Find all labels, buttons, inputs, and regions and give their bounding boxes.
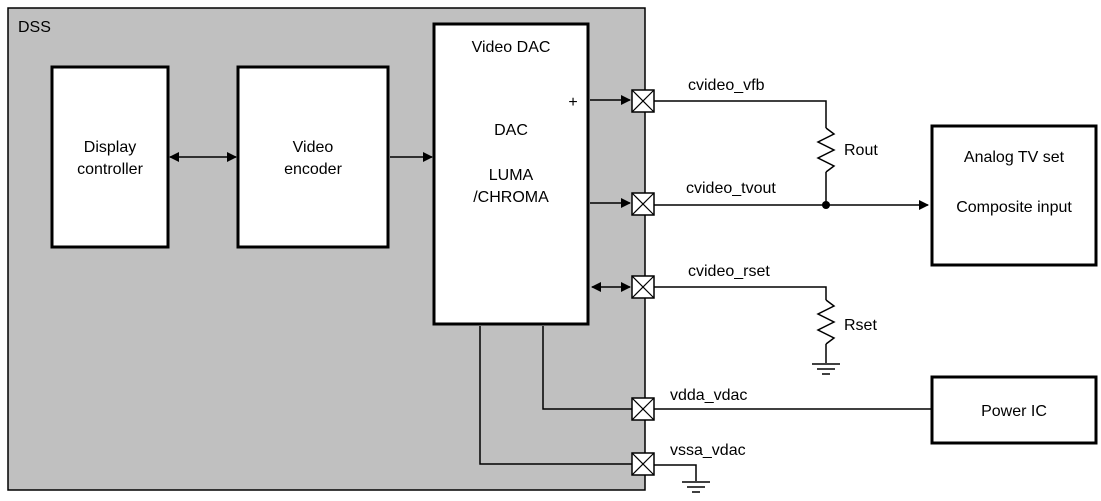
vssa-internal-wire: [479, 326, 632, 465]
video-dac-luma-label: LUMA: [489, 167, 534, 184]
video-dac-plus-sign: +: [568, 94, 577, 111]
pin-label-vdda-vdac: vdda_vdac: [670, 387, 747, 404]
video-encoder-block: [236, 65, 390, 249]
rset-resistor: [816, 299, 836, 345]
pin-vssa-vdac: [631, 452, 655, 476]
dss-label: DSS: [18, 19, 51, 36]
pin-cvideo-tvout: [631, 192, 655, 216]
tvout-junction-dot: [822, 201, 830, 209]
pin-cvideo-rset: [631, 275, 655, 299]
power-ic-block: [930, 375, 1098, 445]
video-dac-dac-label: DAC: [494, 122, 528, 139]
analog-tv-subtitle: Composite input: [956, 199, 1072, 216]
pin-cvideo-vfb: [631, 89, 655, 113]
analog-tv-title: Analog TV set: [964, 149, 1065, 166]
video-dac-title: Video DAC: [472, 39, 551, 56]
pin-label-cvideo-vfb: cvideo_vfb: [688, 77, 765, 94]
rset-external-wire: [654, 286, 827, 300]
video-encoder-label-line2: encoder: [284, 161, 342, 178]
video-dac-block: [432, 22, 590, 326]
display-controller-label-line2: controller: [77, 161, 143, 178]
pin-label-cvideo-tvout: cvideo_tvout: [686, 180, 776, 197]
rset-label: Rset: [844, 317, 877, 334]
vssa-ground-icon: [682, 481, 710, 493]
pin-vdda-vdac: [631, 397, 655, 421]
vssa-external-wire: [654, 464, 697, 481]
video-encoder-label-line1: Video: [293, 139, 334, 156]
display-controller-label-line1: Display: [84, 139, 136, 156]
power-ic-label: Power IC: [981, 403, 1047, 420]
video-dac-chroma-label: /CHROMA: [473, 189, 549, 206]
rset-ground-icon: [812, 363, 840, 375]
display-controller-block: [50, 65, 170, 249]
rout-resistor: [816, 127, 836, 173]
rout-label: Rout: [844, 142, 878, 159]
pin-label-vssa-vdac: vssa_vdac: [670, 442, 746, 459]
analog-tv-block: [930, 124, 1098, 267]
vdda-internal-wire: [542, 326, 632, 410]
vfb-external-wire: [654, 100, 827, 128]
pin-label-cvideo-rset: cvideo_rset: [688, 263, 770, 280]
